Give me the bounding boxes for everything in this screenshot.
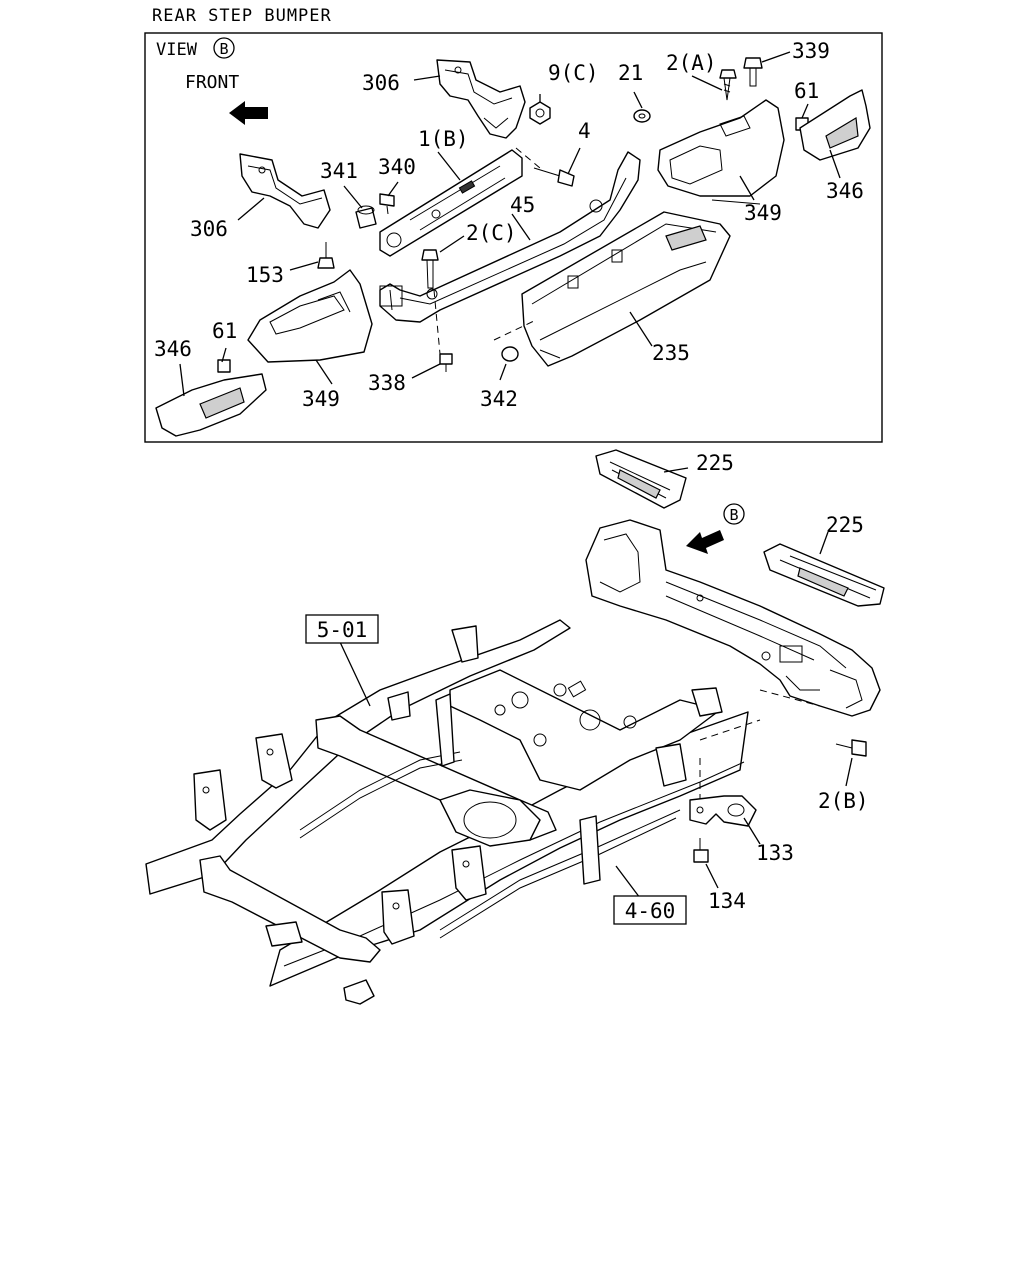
callout-339: 339	[792, 39, 830, 63]
step-pad-225-right	[763, 543, 885, 607]
callout-9c: 9(C)	[548, 61, 599, 85]
corner-349-upper	[657, 99, 785, 205]
ref-5-01-text: 5-01	[317, 618, 368, 642]
callout-61-upper: 61	[794, 79, 819, 103]
bolt-340	[379, 193, 395, 215]
callout-338: 338	[368, 371, 406, 395]
chassis-frame	[145, 619, 821, 1005]
ref-box-5-01: 5-01	[305, 614, 379, 644]
nut-9c	[529, 101, 551, 125]
view-b-panel: VIEW B FRONT	[144, 32, 883, 443]
step-pad-235	[521, 211, 731, 367]
callout-341: 341	[320, 159, 358, 183]
bolt-4	[533, 167, 575, 187]
callout-134: 134	[708, 889, 746, 913]
callout-61-lower: 61	[212, 319, 237, 343]
view-label: VIEW	[156, 40, 198, 60]
front-label: FRONT	[185, 72, 239, 93]
rear-bumper-assembly	[585, 519, 881, 717]
beam-45	[379, 151, 641, 323]
callout-2c: 2(C)	[466, 221, 517, 245]
clip-61-lower	[217, 359, 231, 373]
main-leaders	[339, 467, 853, 899]
callout-349-lower: 349	[302, 387, 340, 411]
washer-21	[633, 109, 651, 123]
bracket-306-upper	[436, 59, 526, 139]
bolt-339	[743, 57, 763, 87]
callout-4: 4	[578, 119, 591, 143]
callout-346-upper: 346	[826, 179, 864, 203]
end-cap-346-lower	[155, 373, 267, 437]
callout-235: 235	[652, 341, 690, 365]
front-arrow-icon	[229, 101, 268, 125]
ref-4-60-text: 4-60	[625, 899, 676, 923]
view-b-marker: B	[723, 503, 745, 525]
callout-349-upper: 349	[744, 201, 782, 225]
view-b-frame	[144, 32, 883, 443]
callout-340: 340	[378, 155, 416, 179]
callout-306-lower: 306	[190, 217, 228, 241]
callout-153: 153	[246, 263, 284, 287]
view-ref-marker: B	[213, 37, 235, 59]
bolt-134	[693, 838, 709, 863]
step-pad-225-left	[595, 449, 687, 509]
callout-133: 133	[756, 841, 794, 865]
bolt-153	[317, 242, 335, 269]
view-leaders	[179, 51, 841, 397]
callout-labels: 306 9(C) 21 2(A) 339 61 1(B) 4 341 340 3…	[154, 39, 869, 913]
callout-225-right: 225	[826, 513, 864, 537]
callout-45: 45	[510, 193, 535, 217]
bolt-2c	[421, 249, 439, 289]
corner-349-lower	[247, 269, 373, 363]
diagram-title: REAR STEP BUMPER	[152, 6, 332, 26]
view-b-arrow-icon	[686, 530, 724, 554]
bracket-306-lower	[239, 153, 331, 229]
screw-2a	[719, 69, 737, 101]
callout-225-top: 225	[696, 451, 734, 475]
view-ref-letter: B	[219, 40, 228, 58]
callout-346-lower: 346	[154, 337, 192, 361]
callout-1b: 1(B)	[418, 127, 469, 151]
bolt-2b	[835, 739, 867, 757]
tow-hook-133	[689, 795, 757, 827]
callout-2b: 2(B)	[818, 789, 869, 813]
plate-1b	[379, 149, 523, 257]
cap-342	[501, 346, 519, 362]
clip-338	[439, 353, 453, 372]
ref-box-4-60: 4-60	[613, 895, 687, 925]
callout-21: 21	[618, 61, 643, 85]
callout-342: 342	[480, 387, 518, 411]
view-b-marker-letter: B	[729, 506, 738, 524]
end-cap-346-upper	[799, 89, 871, 161]
bushing-341	[355, 205, 377, 229]
callout-306-upper: 306	[362, 71, 400, 95]
callout-2a: 2(A)	[666, 51, 717, 75]
